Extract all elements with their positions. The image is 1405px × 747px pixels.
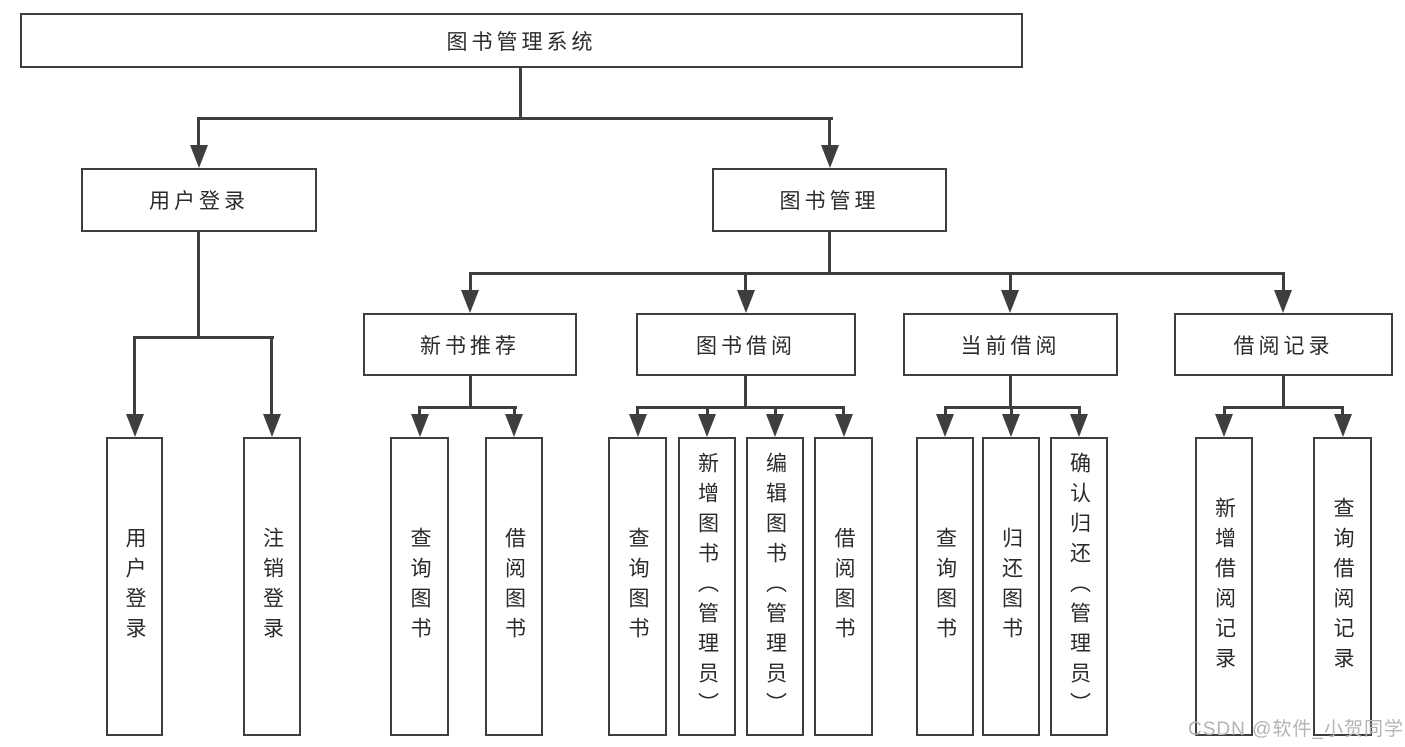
connector-line: [197, 232, 200, 338]
arrowhead-icon: [1215, 414, 1233, 437]
connector-line: [1341, 406, 1344, 416]
leaf-label: 借阅图书: [832, 526, 855, 647]
node-library-management-system: 图书管理系统: [20, 13, 1023, 68]
connector-line: [1010, 406, 1013, 416]
leaf-add-borrow-record: 新增借阅记录: [1195, 437, 1253, 736]
arrowhead-icon: [1070, 414, 1088, 437]
leaf-label: 查询借阅记录: [1331, 496, 1354, 677]
connector-line: [469, 376, 472, 408]
arrowhead-icon: [821, 145, 839, 168]
arrowhead-icon: [936, 414, 954, 437]
node-label: 新书推荐: [420, 334, 520, 358]
leaf-query-books: 查询图书: [608, 437, 667, 736]
node-borrowing-records: 借阅记录: [1174, 313, 1393, 376]
leaf-label: 确认归还（管理员）: [1067, 451, 1091, 722]
arrowhead-icon: [263, 414, 281, 437]
leaf-borrow-books: 借阅图书: [485, 437, 543, 736]
connector-line: [270, 336, 273, 415]
arrowhead-icon: [190, 145, 208, 168]
node-label: 图书借阅: [696, 334, 796, 358]
arrowhead-icon: [1274, 290, 1292, 313]
leaf-confirm-return-admin: 确认归还（管理员）: [1050, 437, 1108, 736]
leaf-query-books: 查询图书: [390, 437, 449, 736]
leaf-edit-books-admin: 编辑图书（管理员）: [746, 437, 804, 736]
connector-line: [133, 336, 136, 415]
connector-line: [1282, 376, 1285, 408]
csdn-watermark: CSDN @软件_小贺同学: [1188, 719, 1404, 740]
node-label: 用户登录: [149, 190, 249, 213]
connector-line: [519, 68, 522, 118]
arrowhead-icon: [411, 414, 429, 437]
connector-line: [1282, 272, 1285, 291]
connector-line: [418, 406, 517, 409]
leaf-add-books-admin: 新增图书（管理员）: [678, 437, 736, 736]
leaf-query-borrow-record: 查询借阅记录: [1313, 437, 1372, 736]
node-label: 当前借阅: [960, 334, 1061, 358]
leaf-label: 借阅图书: [502, 526, 526, 647]
leaf-label: 编辑图书（管理员）: [763, 451, 787, 722]
connector-line: [1078, 406, 1081, 416]
connector-line: [944, 406, 947, 416]
node-book-management: 图书管理: [712, 168, 947, 232]
connector-line: [744, 376, 747, 408]
connector-line: [828, 117, 831, 146]
node-new-book-recommendation: 新书推荐: [363, 313, 577, 376]
node-label: 借阅记录: [1233, 334, 1334, 358]
leaf-label: 查询图书: [626, 526, 649, 647]
connector-line: [418, 406, 421, 416]
arrowhead-icon: [737, 290, 755, 313]
leaf-borrow-books: 借阅图书: [814, 437, 873, 736]
connector-line: [469, 272, 472, 291]
leaf-label: 用户登录: [123, 526, 146, 647]
arrowhead-icon: [126, 414, 144, 437]
connector-line: [842, 406, 845, 416]
node-current-borrowing: 当前借阅: [903, 313, 1118, 376]
connector-line: [636, 406, 845, 409]
connector-line: [197, 117, 200, 146]
node-user-login: 用户登录: [81, 168, 317, 232]
connector-line: [469, 272, 1284, 275]
leaf-label: 新增图书（管理员）: [695, 451, 719, 722]
leaf-label: 注销登录: [260, 526, 284, 647]
connector-line: [706, 406, 709, 416]
connector-line: [1009, 376, 1012, 408]
leaf-label: 查询图书: [408, 526, 431, 647]
connector-line: [513, 406, 516, 416]
arrowhead-icon: [766, 414, 784, 437]
arrowhead-icon: [1001, 290, 1019, 313]
arrowhead-icon: [1002, 414, 1020, 437]
leaf-label: 归还图书: [999, 526, 1023, 647]
connector-line: [133, 336, 274, 339]
leaf-query-books: 查询图书: [916, 437, 974, 736]
arrowhead-icon: [835, 414, 853, 437]
connector-line: [197, 117, 833, 120]
leaf-user-login: 用户登录: [106, 437, 163, 736]
connector-line: [828, 232, 831, 274]
arrowhead-icon: [698, 414, 716, 437]
leaf-return-books: 归还图书: [982, 437, 1040, 736]
connector-line: [1223, 406, 1226, 416]
arrowhead-icon: [1334, 414, 1352, 437]
node-book-borrowing: 图书借阅: [636, 313, 856, 376]
connector-line: [636, 406, 639, 416]
connector-line: [774, 406, 777, 416]
connector-line: [744, 272, 747, 291]
node-label: 图书管理系统: [446, 30, 597, 54]
arrowhead-icon: [505, 414, 523, 437]
connector-line: [1223, 406, 1344, 409]
node-label: 图书管理: [779, 190, 880, 213]
leaf-label: 新增借阅记录: [1212, 496, 1236, 677]
arrowhead-icon: [629, 414, 647, 437]
connector-line: [1009, 272, 1012, 291]
leaf-label: 查询图书: [933, 526, 957, 647]
arrowhead-icon: [461, 290, 479, 313]
leaf-logout: 注销登录: [243, 437, 301, 736]
